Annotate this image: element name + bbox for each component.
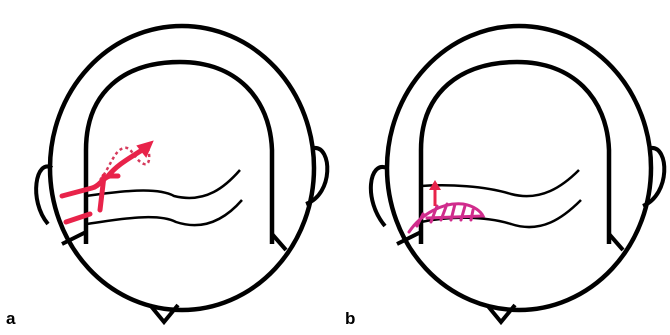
- panel-a: a: [0, 0, 335, 335]
- head-outline: [387, 26, 651, 310]
- panel-b: b: [335, 0, 670, 335]
- inner-opening: [86, 62, 272, 244]
- head-diagram-b: [335, 0, 670, 335]
- head-diagram-a: [0, 0, 335, 335]
- head-outline: [50, 26, 314, 310]
- left-ear: [371, 167, 387, 226]
- upper-curve: [421, 170, 579, 196]
- right-ear: [306, 148, 327, 204]
- red-arrows: [62, 150, 142, 222]
- panel-label-a: a: [6, 309, 15, 329]
- panel-label-b: b: [345, 309, 355, 329]
- lower-curve: [86, 200, 242, 225]
